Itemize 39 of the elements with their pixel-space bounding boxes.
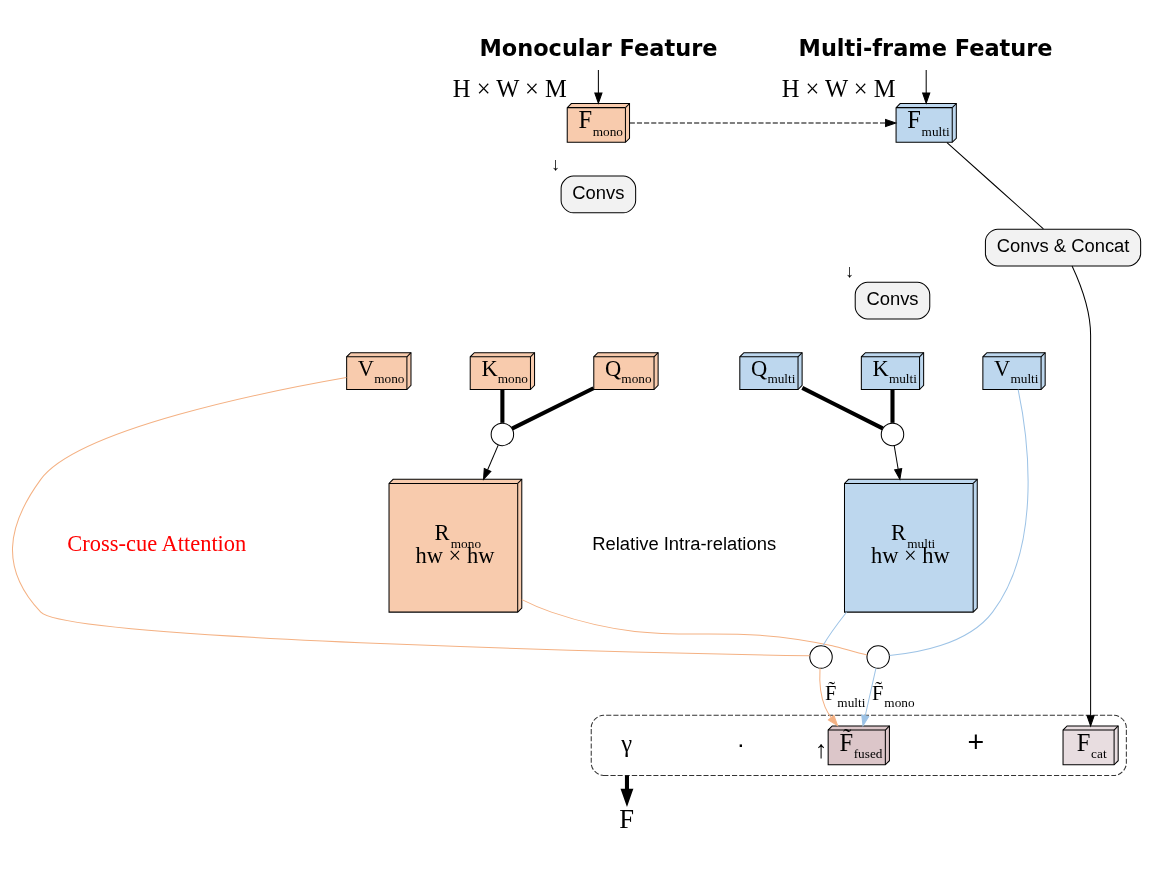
arrow xyxy=(1071,265,1095,727)
node-label: ↓ xyxy=(845,259,855,281)
node-text: γ xyxy=(621,729,633,757)
connector xyxy=(521,598,868,655)
node-text: Monocular Feature xyxy=(479,34,718,61)
node-box: Convs xyxy=(560,175,637,213)
node-label: H × W × M xyxy=(781,74,896,102)
node-circle xyxy=(866,644,890,669)
connector xyxy=(500,389,505,423)
node-circle xyxy=(880,422,905,446)
label: Cross-cue Attention xyxy=(67,530,247,556)
node-text: · xyxy=(736,729,745,757)
node-text: F xyxy=(619,803,635,834)
node-label: ↓ xyxy=(550,152,561,174)
node-box: Convs & Concat xyxy=(984,228,1142,266)
edge-label: F̃$_{mono}$ xyxy=(872,681,915,710)
arrow xyxy=(921,69,931,105)
node-text: + xyxy=(967,725,985,758)
arrow xyxy=(893,444,903,481)
node-box: Convs xyxy=(854,281,931,320)
node-circle xyxy=(809,644,833,669)
node-circle xyxy=(490,422,515,446)
connector xyxy=(946,141,1044,229)
node-text: Multi-frame Feature xyxy=(798,34,1053,61)
connector xyxy=(511,385,595,430)
arrow xyxy=(861,667,877,727)
arrow xyxy=(819,667,839,727)
connector xyxy=(890,389,895,423)
node-label: ↑ xyxy=(814,735,828,763)
edge-label: F̃$_{multi}$ xyxy=(825,681,866,710)
node-label: H × W × M xyxy=(452,74,567,102)
connector xyxy=(801,385,884,430)
connector xyxy=(822,611,848,646)
arrow xyxy=(482,444,499,481)
arrow xyxy=(629,118,898,127)
label: Relative Intra-relations xyxy=(592,532,777,554)
connector xyxy=(12,376,811,656)
connector xyxy=(889,388,1029,656)
arrow xyxy=(594,69,603,105)
